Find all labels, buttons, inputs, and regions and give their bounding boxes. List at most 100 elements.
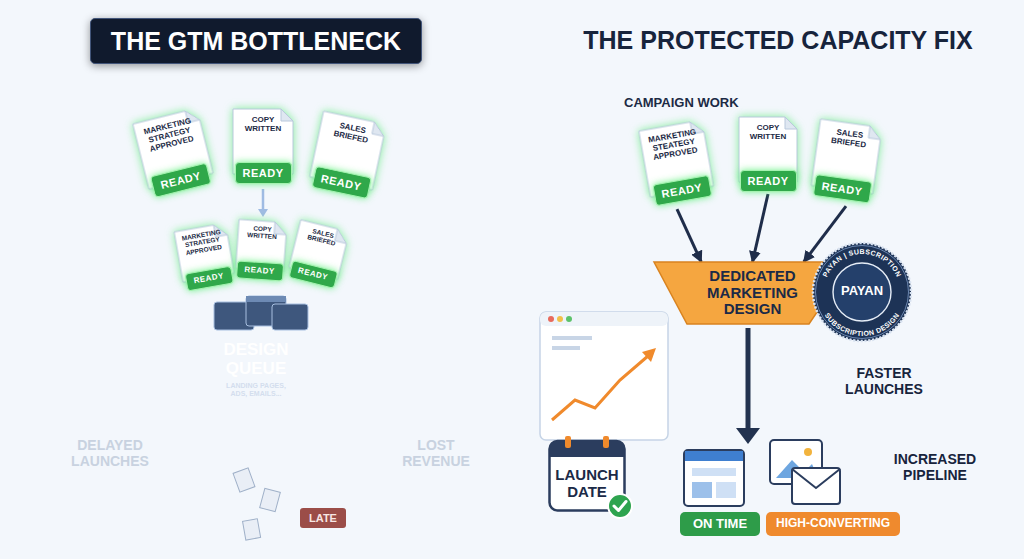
shape-path [614, 502, 626, 511]
pill-text: ON TIME [693, 517, 747, 532]
shape-rect [260, 488, 281, 511]
shape-rect [603, 436, 609, 448]
line-stroke [746, 328, 751, 430]
shape-rect [469, 323, 471, 332]
frustrated-worker-scene [28, 284, 190, 420]
shape-rect [540, 312, 668, 326]
shape-rect [942, 384, 958, 446]
document-title: COPY WRITTEN [742, 123, 794, 141]
document-card: MARKETING STEATEGY APPROVEDREADY [638, 119, 717, 207]
trend-line [338, 330, 470, 418]
seal-text: PAYAN [812, 284, 912, 299]
document-title: COPY WRITTEN [241, 224, 284, 242]
shape-rect [28, 284, 190, 420]
shape-rect [964, 352, 980, 446]
calendar-text: LAUNCH DATE [552, 467, 622, 501]
badge-text: READY [821, 180, 863, 198]
ready-badge: READY [235, 260, 283, 281]
shape-path [281, 109, 293, 121]
shape-rect [112, 392, 156, 418]
shape-path [372, 122, 386, 136]
chart-window [540, 312, 668, 440]
badge-text: READY [244, 265, 275, 276]
shape-rect [898, 428, 914, 446]
document-card: COPY WRITTENREADY [232, 108, 294, 184]
shape-path [792, 469, 840, 488]
band-text: DEDICATED MARKETING DESIGN [691, 268, 815, 318]
shape-circle [395, 339, 421, 365]
shape-circle [459, 319, 481, 341]
rotation-arrow [338, 76, 351, 102]
shape-rect [233, 468, 255, 492]
seal-ring-text: SUBSCRIPTION DESIGN [824, 312, 901, 337]
document-card: SALES BRIEFEDREADY [307, 110, 388, 200]
status-pill: HIGH-CONVERTING [766, 512, 900, 536]
document-card: SALES BRIEFEDREADY [286, 219, 351, 290]
shape-circle [621, 143, 631, 153]
shape-path [550, 441, 625, 457]
caption-text: LOST REVENUE [388, 438, 484, 469]
shape-rect [565, 436, 571, 448]
shape-rect [792, 468, 840, 504]
output-arrow [736, 328, 760, 444]
shape-path [380, 372, 438, 431]
line-stroke [262, 189, 265, 210]
revenue-loss-scene [322, 305, 487, 431]
badge-text: READY [747, 175, 788, 187]
shape-rect [243, 519, 261, 540]
shape-circle [78, 334, 106, 362]
document-card: MARKETING STRATEGY APPROVEDREADY [132, 107, 217, 199]
late-tag: LATE [300, 508, 346, 528]
seal-ring-text: PAYAN | SUBSCRIPTION [821, 248, 902, 278]
document-card: COPY WRITTEN READY [234, 218, 288, 281]
shape-circle [309, 87, 331, 109]
left-panel [0, 0, 511, 559]
panel-divider [511, 0, 513, 559]
rotation-arrow [186, 80, 206, 96]
badge-text: READY [320, 172, 363, 193]
shape-circle [608, 494, 632, 518]
pill-text: HIGH-CONVERTING [776, 517, 890, 530]
document-card: COPY WRITTEN READY [738, 116, 798, 192]
funnel-label: CAMPAIGN WORK [624, 96, 764, 111]
badge-text: READY [297, 266, 329, 282]
trend-line [48, 318, 170, 380]
shape-circle [163, 91, 181, 109]
shape-circle [557, 316, 563, 322]
shape-circle [609, 131, 643, 165]
benefit-text: INCREASED PIPELINE [880, 452, 990, 483]
alert-icon [459, 319, 481, 341]
ready-badge: READY [235, 162, 292, 184]
seal-ring-text: SUBSCRIPTION DESIGN [824, 312, 901, 337]
shape-rect [28, 284, 190, 296]
shape-circle [548, 316, 554, 322]
shape-rect [106, 416, 164, 420]
shape-path [785, 117, 797, 129]
shape-rect [986, 312, 1002, 446]
shape-rect [692, 468, 736, 476]
badge-text: READY [193, 272, 225, 286]
queued-windows [214, 296, 308, 330]
document-card: SALES BRIEFEDREADY [809, 118, 883, 204]
trend-line [552, 356, 648, 420]
caption-text: DELAYED LAUNCHES [50, 438, 170, 469]
calendar-icon: LAUNCH DATE [548, 436, 626, 512]
flow-arrow [677, 209, 701, 262]
shape-rect [322, 305, 487, 431]
shape-circle [469, 335, 472, 338]
growth-arrowhead [980, 208, 1004, 231]
shape-rect [684, 450, 744, 506]
badge-text: READY [661, 181, 704, 200]
shape-path [432, 372, 458, 390]
shape-rect [552, 346, 580, 350]
shape-rect [246, 296, 286, 302]
brand-seal: PAYAN | SUBSCRIPTION SUBSCRIPTION DESIGN P… [812, 242, 912, 342]
funnel-label: LANDING PAGES, ADS, EMAILS... [219, 382, 293, 398]
shape-rect [552, 336, 592, 340]
shape-circle [804, 448, 812, 456]
document-card: MARKETING STRATEGY APPROVEDREADY [173, 222, 237, 292]
shape-rect [692, 482, 712, 498]
tag-text: LATE [309, 512, 337, 524]
benefit-text: FASTER LAUNCHES [838, 366, 930, 397]
